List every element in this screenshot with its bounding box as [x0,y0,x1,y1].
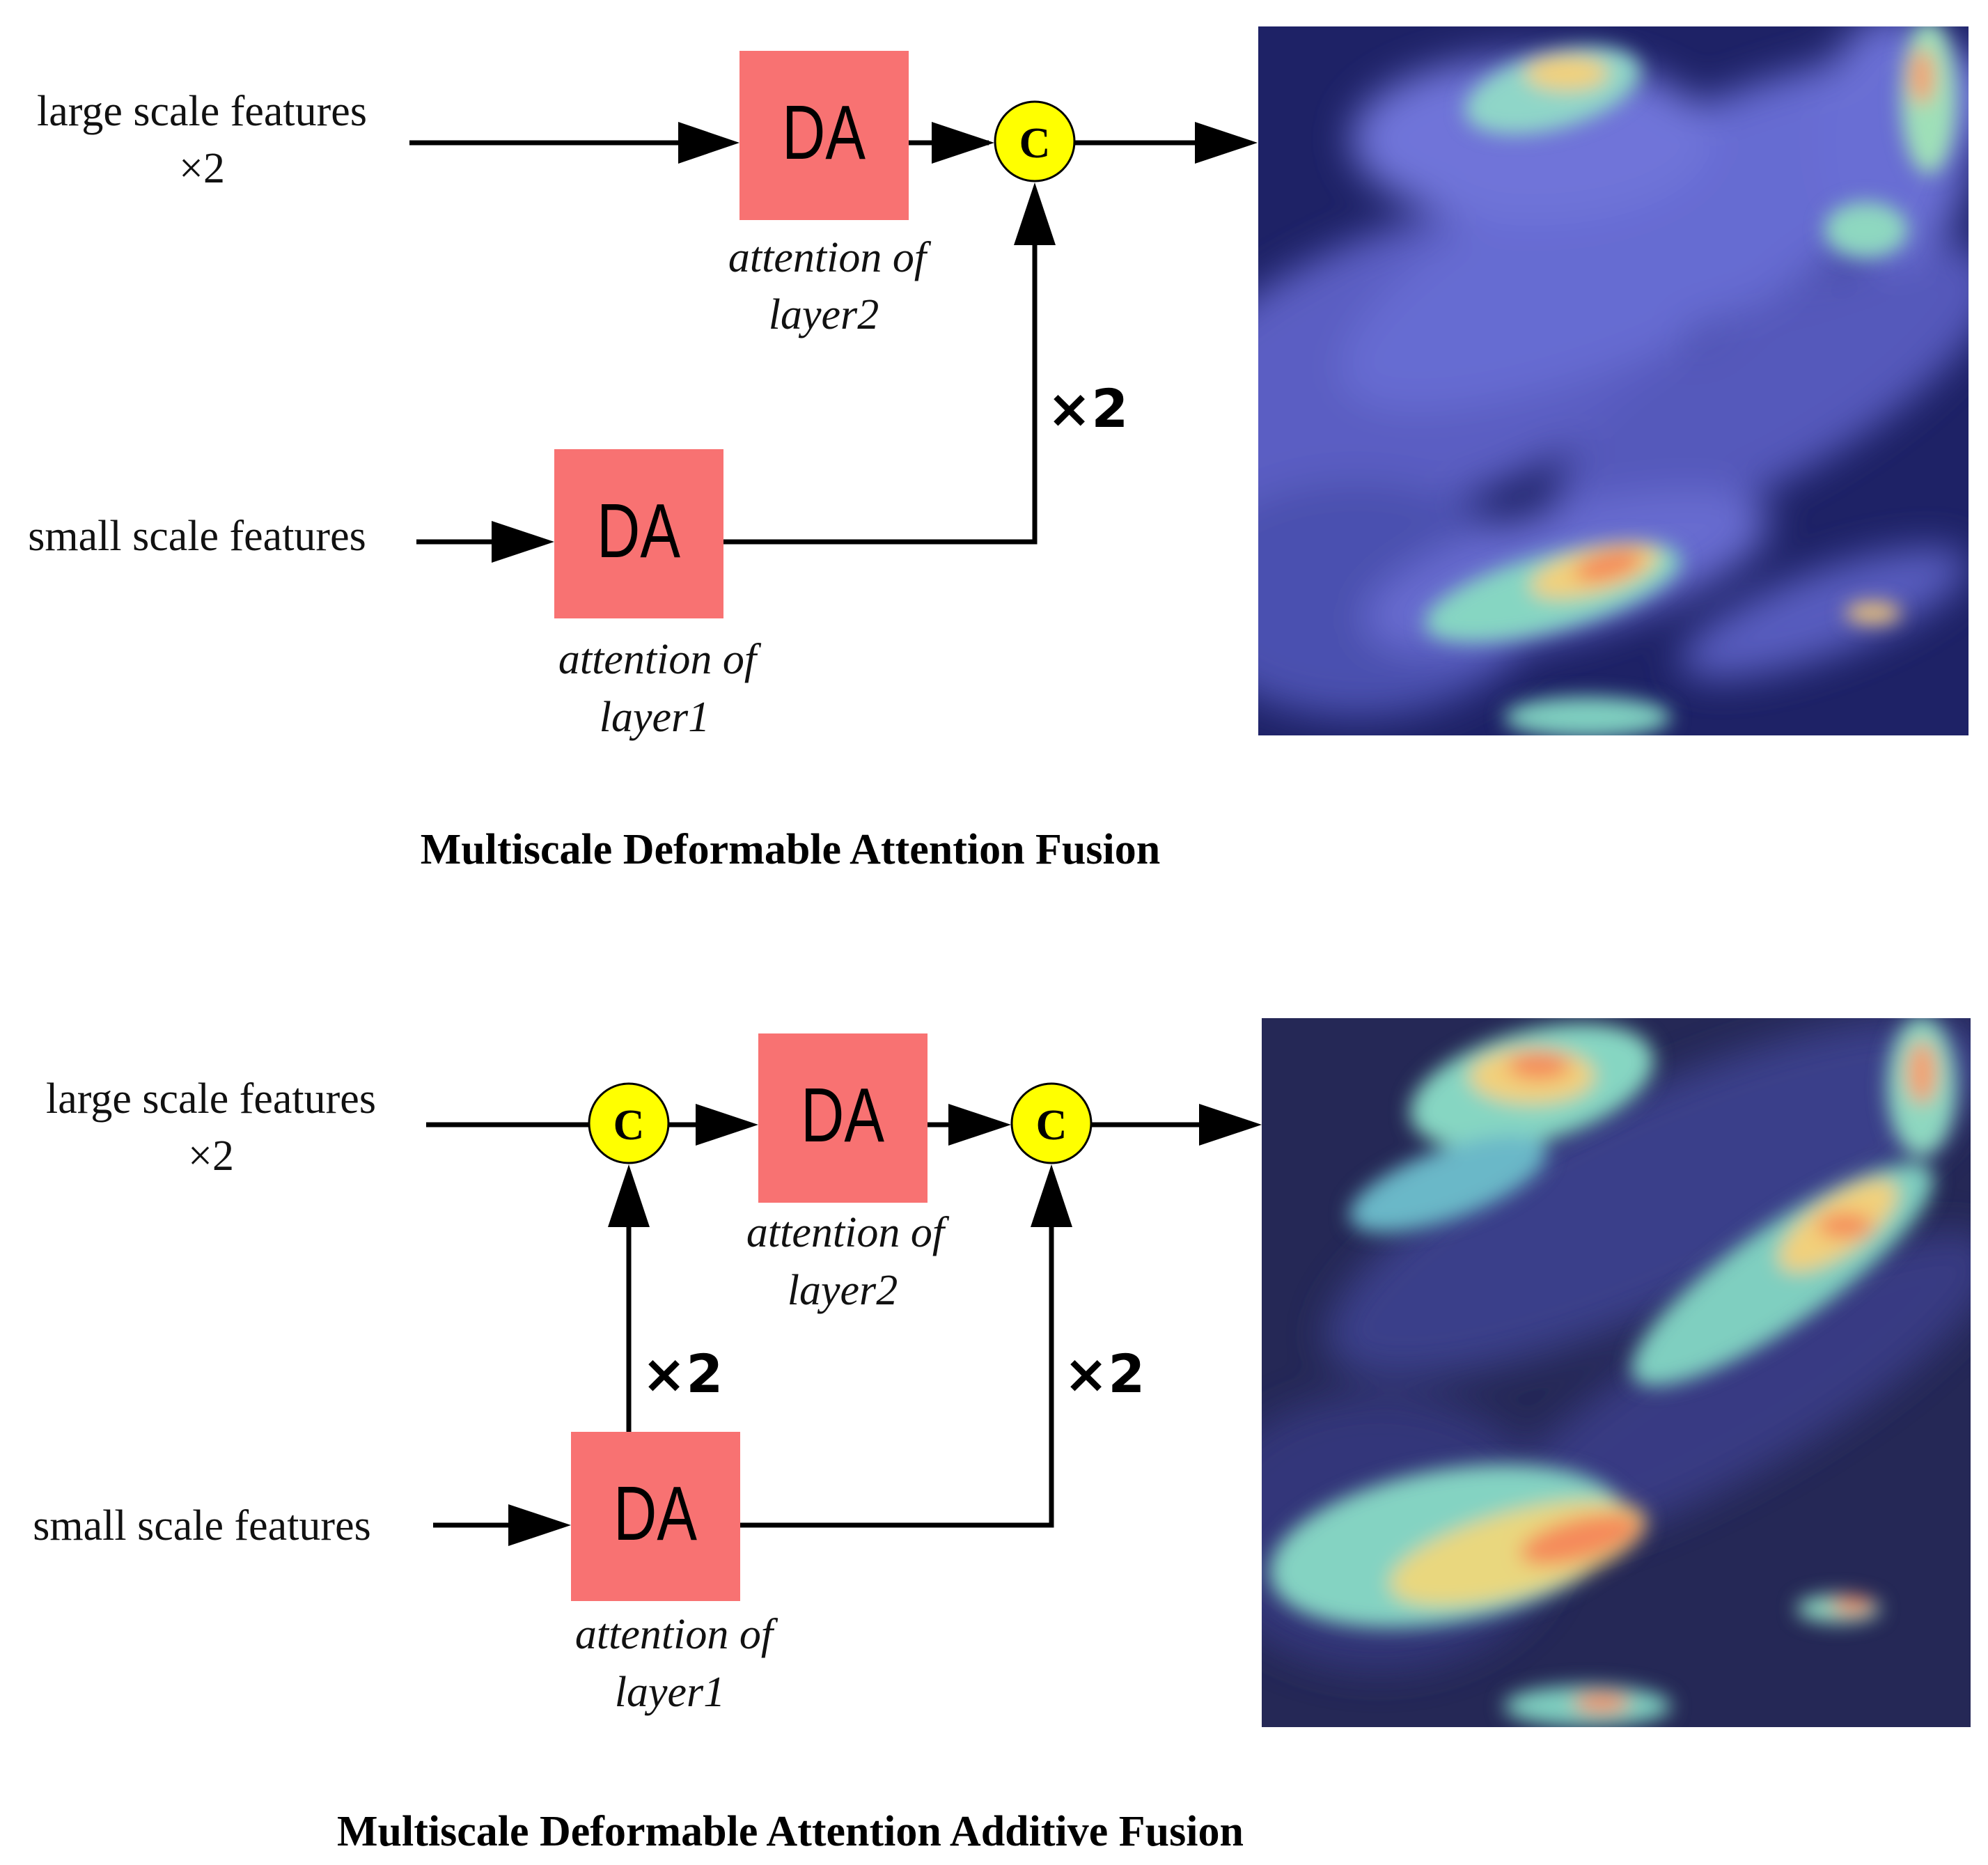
concat-label: C [1036,1102,1067,1149]
upsample-connector-right [740,1171,1054,1528]
upsample-factor-label: ×2 [642,1343,723,1405]
da-block-label: DA [801,1072,884,1158]
da-caption-line1: attention of [746,1209,950,1256]
panel-multiscale-additive-fusion: large scale features ×2 C DA attention o… [33,1018,1971,1855]
arrowhead [948,1104,1011,1146]
da-block-layer1 [571,1432,740,1601]
large-scale-features-label: large scale features [46,1075,376,1123]
arrowhead [1195,122,1258,164]
upsample-factor-label: ×2 [1047,377,1129,439]
concat-label: C [613,1102,645,1149]
da-caption-line2: layer2 [788,1267,898,1314]
large-scale-factor-label: ×2 [188,1132,234,1180]
small-scale-features-label: small scale features [28,513,366,560]
panel-multiscale-fusion: large scale features ×2 DA attention of … [28,26,1969,873]
da-block-label: DA [613,1471,697,1556]
arrowhead [932,122,994,164]
arrowhead [1031,1164,1072,1227]
da-block-label: DA [597,488,680,574]
upsample-connector [723,189,1038,545]
da-block-layer2 [739,51,909,220]
upsample-factor-label: ×2 [1064,1343,1145,1405]
large-scale-features-label: large scale features [37,88,367,135]
small-scale-features-label: small scale features [33,1502,370,1550]
panel-title: Multiscale Deformable Attention Fusion [421,826,1161,873]
fused-attention-map-image [1258,26,1969,735]
da-caption-line2: layer1 [600,694,710,741]
da-caption-line2: layer1 [615,1669,725,1716]
additive-attention-map-image [1262,1018,1971,1727]
da-caption-line2: layer2 [769,291,879,338]
da-block-layer2 [758,1033,928,1203]
da-block-layer1 [554,449,723,618]
arrowhead [508,1504,571,1546]
concat-label: C [1019,120,1051,167]
arrowhead [1014,182,1056,245]
arrowhead [1199,1104,1262,1146]
da-block-label: DA [782,90,866,175]
panel-title: Multiscale Deformable Attention Additive… [337,1808,1244,1855]
large-scale-factor-label: ×2 [179,145,225,192]
da-caption-line1: attention of [728,234,932,281]
da-caption-line1: attention of [558,636,762,683]
arrowhead [678,122,739,164]
arrowhead [608,1164,650,1227]
arrowhead [492,521,554,563]
arrowhead [696,1104,758,1146]
da-caption-line1: attention of [575,1611,778,1658]
